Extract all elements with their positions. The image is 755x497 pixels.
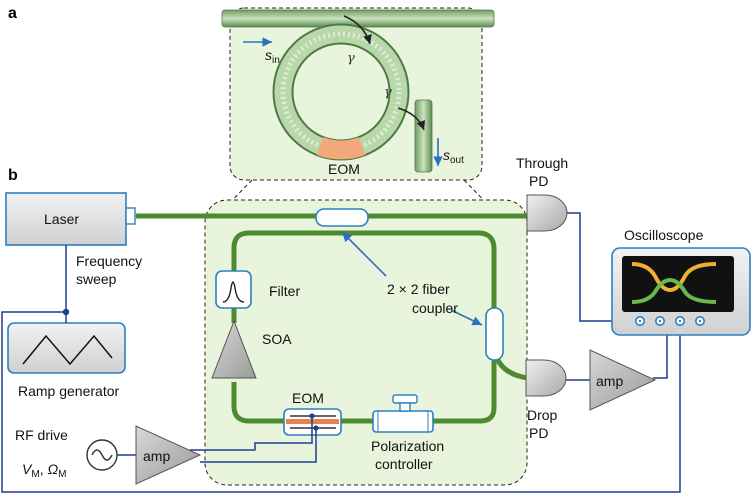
fiber-loop-panel (204, 199, 528, 486)
polarization-label-2: controller (375, 456, 433, 472)
oscilloscope-label: Oscilloscope (624, 227, 704, 243)
rf-amp-label: amp (143, 448, 170, 464)
oscilloscope-trace-drop (631, 277, 717, 304)
soa-label: SOA (262, 331, 292, 347)
laser-label: Laser (44, 211, 79, 227)
through-photodetector-icon (526, 194, 568, 232)
polarization-label-1: Polarization (371, 438, 444, 454)
s-in-label: sin (265, 47, 280, 66)
filter-label: Filter (269, 283, 300, 299)
coupling-arrow-in (343, 15, 372, 45)
electrical-wiring (1, 212, 681, 493)
coupler-label-2: coupler (412, 300, 458, 316)
drop-photodetector-icon (525, 359, 567, 397)
rf-amplifier-icon (135, 425, 202, 485)
coupling-arrow-drop (397, 107, 426, 131)
coupler-right (485, 307, 504, 361)
polarization-knob (392, 394, 418, 404)
eom-label: EOM (292, 390, 324, 406)
drop-pd-label-2: PD (529, 425, 548, 441)
laser-output-port (125, 207, 136, 225)
polarization-controller-box (372, 410, 434, 433)
through-pd-label-1: Through (516, 155, 568, 171)
scope-input-2-dot (658, 319, 662, 323)
soa-amplifier-icon (211, 319, 257, 379)
sine-wave-icon (91, 449, 113, 461)
s-out-label: sout (443, 147, 464, 166)
drop-amp-label: amp (596, 373, 623, 389)
ramp-generator-label: Ramp generator (18, 383, 120, 399)
ramp-generator-box (7, 322, 126, 374)
drop-pd-label-1: Drop (527, 407, 558, 423)
panel-label-a: a (8, 5, 17, 22)
frequency-sweep-label-1: Frequency (76, 253, 142, 269)
rf-drive-label: RF drive (15, 427, 68, 443)
coupler-label-1: 2 × 2 fiber (387, 281, 450, 297)
panel-label-b: b (8, 167, 18, 184)
frequency-sweep-label-2: sweep (76, 271, 117, 287)
polarization-knob-stem (399, 402, 411, 412)
drop-amplifier-icon (589, 349, 657, 411)
scope-input-1-dot (638, 319, 642, 323)
filter-icon (222, 281, 245, 303)
filter-box (215, 270, 252, 309)
ring-eom-label: EOM (328, 161, 360, 177)
ramp-waveform-icon (22, 334, 113, 366)
sweep-junction (62, 308, 70, 316)
gamma-label-1: γ (347, 51, 355, 66)
coupler-top (315, 208, 369, 227)
scope-input-4-dot (698, 319, 702, 323)
through-pd-label-2: PD (529, 173, 548, 189)
scope-input-3-dot (678, 319, 682, 323)
drop-waveguide (414, 99, 433, 173)
eom-ring-segment (316, 136, 366, 160)
rf-drive-params: VM, ΩM (22, 461, 66, 480)
coupler-arrow-top (341, 231, 387, 277)
coupler-arrow-right (450, 309, 483, 326)
oscilloscope-trace-through (631, 262, 717, 293)
gamma-label-2: γ (384, 85, 392, 100)
